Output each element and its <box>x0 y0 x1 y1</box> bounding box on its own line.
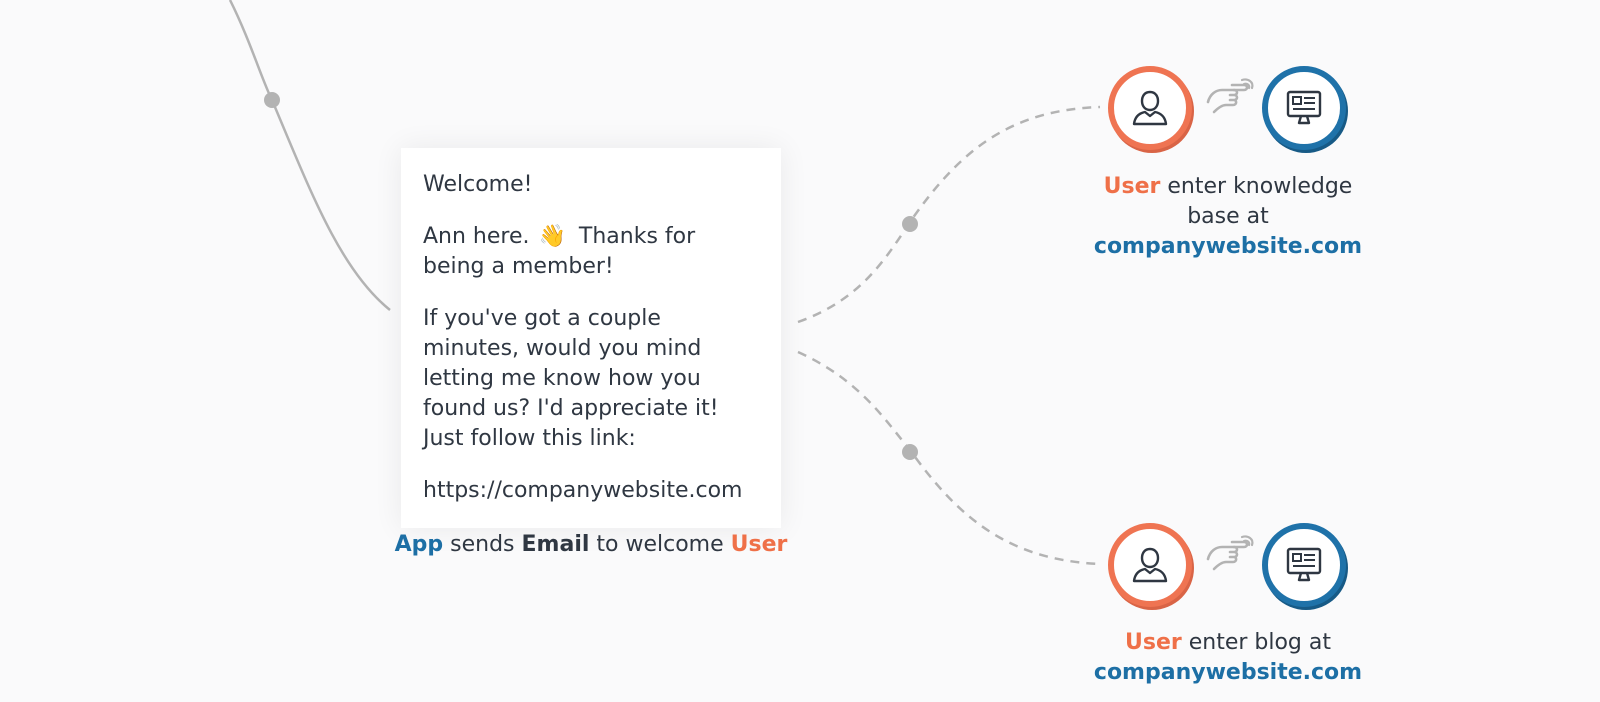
tap-hand-icon <box>1206 535 1254 571</box>
email-intro-start: Ann here. <box>423 224 530 249</box>
incoming-connector-dot <box>264 92 280 108</box>
branch-connector-bottom <box>797 350 1101 566</box>
email-caption: App sends Email to welcome User <box>381 530 801 560</box>
branch-connector-bottom-dot <box>902 444 918 460</box>
tap-hand-icon <box>1206 78 1254 114</box>
step-1-caption: User enter knowledge base at companywebs… <box>1088 172 1368 262</box>
step-2-site[interactable]: companywebsite.com <box>1093 660 1363 685</box>
caption-rest: to welcome <box>596 532 724 557</box>
incoming-connector <box>228 0 391 311</box>
waving-hand-emoji: 👋 <box>538 224 566 249</box>
email-greeting: Welcome! <box>423 172 533 197</box>
caption-object: Email <box>521 532 590 557</box>
step-2-actor: User <box>1124 630 1182 655</box>
step-1-site[interactable]: companywebsite.com <box>1093 234 1363 259</box>
step-2-action: enter blog at <box>1188 630 1331 655</box>
email-body: If you've got a couple minutes, would yo… <box>423 306 719 451</box>
welcome-email-card: Welcome! Ann here. 👋 Thanks for being a … <box>401 148 781 528</box>
user-icon <box>1132 90 1168 126</box>
branch-connector-top-dot <box>902 216 918 232</box>
step-1-user-node <box>1108 66 1192 150</box>
caption-target: User <box>730 532 788 557</box>
step-1-actor: User <box>1103 174 1161 199</box>
email-link[interactable]: https://companywebsite.com <box>423 478 743 503</box>
step-2-website-node <box>1262 523 1346 607</box>
step-2-caption: User enter blog at companywebsite.com <box>1088 628 1368 688</box>
user-icon <box>1132 547 1168 583</box>
email-intro: Ann here. 👋 Thanks for being a member! <box>423 222 759 282</box>
branch-connector-top <box>797 105 1101 324</box>
step-1-website-node <box>1262 66 1346 150</box>
step-2-user-node <box>1108 523 1192 607</box>
monitor-icon <box>1286 547 1322 582</box>
caption-verb: sends <box>450 532 515 557</box>
monitor-icon <box>1286 90 1322 125</box>
step-1-action: enter knowledge base at <box>1167 174 1353 229</box>
caption-actor: App <box>394 532 444 557</box>
email-intro-end: Thanks for being a member! <box>423 224 696 279</box>
